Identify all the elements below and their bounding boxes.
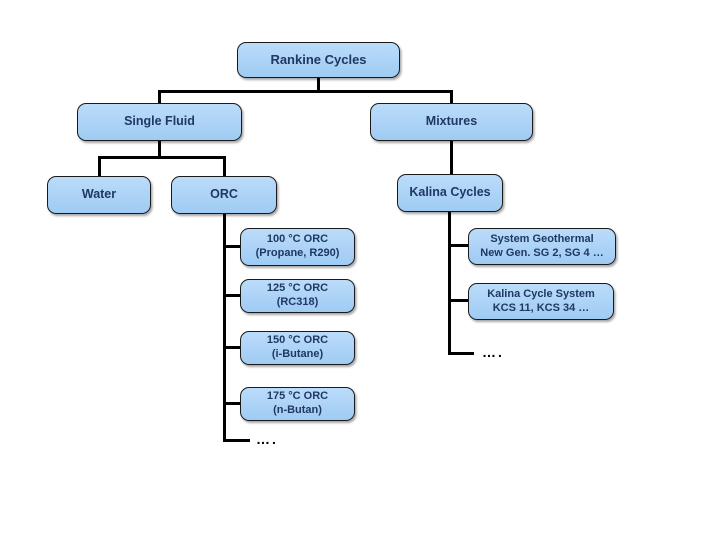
connector-line bbox=[226, 245, 240, 248]
node-orc-125c: 125 °C ORC (RC318) bbox=[240, 279, 355, 313]
node-label-line1: System Geothermal bbox=[490, 232, 594, 245]
connector-line bbox=[223, 439, 250, 442]
connector-line bbox=[158, 90, 161, 103]
node-rankine-cycles: Rankine Cycles bbox=[237, 42, 400, 78]
connector-line bbox=[451, 244, 468, 247]
connector-line bbox=[451, 299, 468, 302]
node-label-line2: (RC318) bbox=[276, 296, 319, 308]
node-orc-100c: 100 °C ORC (Propane, R290) bbox=[240, 228, 355, 266]
node-label-line1: Kalina Cycle System bbox=[487, 287, 595, 300]
node-label: Single Fluid bbox=[124, 114, 195, 129]
node-label: Rankine Cycles bbox=[270, 51, 367, 67]
node-label-line2: New Gen. SG 2, SG 4 … bbox=[480, 246, 604, 259]
node-label: Mixtures bbox=[425, 114, 478, 129]
node-label-line1: 150 °C ORC bbox=[266, 334, 329, 347]
node-label-line2: (n-Butan) bbox=[273, 404, 322, 416]
connector-line bbox=[226, 346, 240, 349]
node-label-line1: 100 °C ORC bbox=[266, 233, 329, 246]
connector-line bbox=[158, 141, 161, 158]
connector-line bbox=[158, 90, 453, 93]
connector-line bbox=[98, 156, 226, 159]
node-label: Kalina Cycles bbox=[409, 185, 491, 200]
node-orc: ORC bbox=[171, 176, 277, 214]
connector-line bbox=[223, 214, 226, 442]
node-label-line2: (Propane, R290) bbox=[255, 247, 340, 259]
connector-line bbox=[226, 402, 240, 405]
node-label: Water bbox=[81, 187, 117, 202]
ellipsis-orc-more: …. bbox=[256, 431, 278, 447]
connector-line bbox=[448, 352, 474, 355]
node-orc-150c: 150 °C ORC (i-Butane) bbox=[240, 331, 355, 365]
node-label-line2: KCS 11, KCS 34 … bbox=[492, 301, 590, 314]
node-label-line1: 175 °C ORC bbox=[266, 390, 329, 403]
connector-line bbox=[448, 212, 451, 355]
connector-line bbox=[226, 294, 240, 297]
connector-line bbox=[317, 78, 320, 92]
ellipsis-kalina-more: …. bbox=[482, 344, 504, 360]
connector-line bbox=[450, 141, 453, 174]
connector-line bbox=[98, 156, 101, 176]
node-kalina-cycles: Kalina Cycles bbox=[397, 174, 503, 212]
node-orc-175c: 175 °C ORC (n-Butan) bbox=[240, 387, 355, 421]
connector-line bbox=[450, 90, 453, 103]
node-mixtures: Mixtures bbox=[370, 103, 533, 141]
node-label-line1: 125 °C ORC bbox=[266, 282, 329, 295]
node-label-line2: (i-Butane) bbox=[271, 348, 324, 360]
node-label: ORC bbox=[210, 187, 238, 202]
node-single-fluid: Single Fluid bbox=[77, 103, 242, 141]
node-water: Water bbox=[47, 176, 151, 214]
connector-line bbox=[223, 156, 226, 176]
node-kalina-cycle-system: Kalina Cycle System KCS 11, KCS 34 … bbox=[468, 283, 614, 320]
node-system-geothermal: System Geothermal New Gen. SG 2, SG 4 … bbox=[468, 228, 616, 265]
